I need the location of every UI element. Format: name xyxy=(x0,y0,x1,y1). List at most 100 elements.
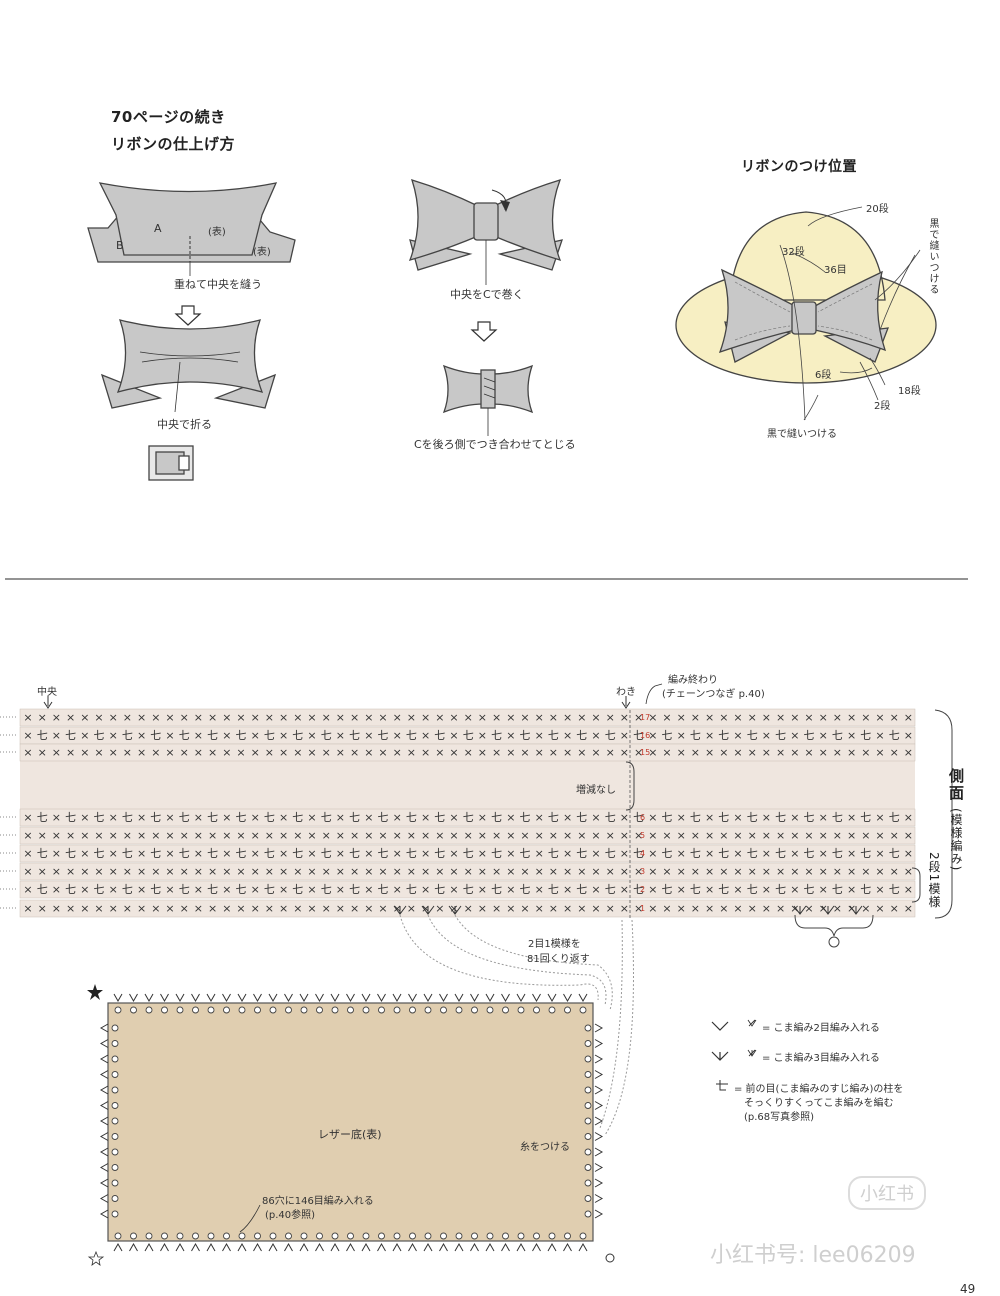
side-panel-sub: (模様編み) xyxy=(949,808,963,872)
stitch-mark: × xyxy=(279,883,288,896)
stitch-mark: × xyxy=(492,902,501,915)
stitch-mark: × xyxy=(151,746,160,759)
base-hole xyxy=(584,1117,592,1125)
stitch-mark: × xyxy=(123,829,132,842)
stitch-mark: × xyxy=(194,729,203,742)
stitch-mark: 七 xyxy=(65,729,76,742)
stitch-mark: × xyxy=(165,711,174,724)
stitch-mark: 七 xyxy=(150,729,161,742)
stitch-mark: × xyxy=(591,902,600,915)
base-hole xyxy=(238,1006,246,1014)
base-hole xyxy=(564,1006,571,1014)
stitch-mark: × xyxy=(648,729,657,742)
stitch-mark: × xyxy=(251,711,260,724)
stitch-mark: × xyxy=(733,746,742,759)
base-stitch-mark xyxy=(113,993,123,1003)
stitch-mark: × xyxy=(506,865,515,878)
stitch-mark: × xyxy=(364,746,373,759)
stitch-mark: × xyxy=(194,829,203,842)
stitch-mark: 七 xyxy=(576,811,587,824)
stitch-mark: × xyxy=(847,865,856,878)
base-hole xyxy=(584,1040,592,1047)
base-stitch-mark xyxy=(191,993,200,1003)
stitch-mark: 七 xyxy=(37,883,48,896)
base-hole xyxy=(584,1071,592,1078)
base-hole xyxy=(584,1148,592,1156)
stitch-mark: × xyxy=(677,865,686,878)
stitch-mark: × xyxy=(591,847,600,860)
stitch-mark: × xyxy=(563,883,572,896)
label-18-rows: 18段 xyxy=(898,386,921,397)
stitch-mark: × xyxy=(137,829,146,842)
stitch-mark: × xyxy=(563,811,572,824)
stitch-mark: 七 xyxy=(690,811,701,824)
stitch-mark: × xyxy=(606,746,615,759)
base-hole xyxy=(517,1232,525,1240)
stitch-mark: × xyxy=(705,729,714,742)
stitch-mark: 七 xyxy=(122,847,133,860)
stitch-mark: 七 xyxy=(576,883,587,896)
placement-title: リボンのつけ位置 xyxy=(741,159,857,175)
stitch-mark: × xyxy=(733,811,742,824)
base-hole xyxy=(378,1232,385,1240)
legend-item-1: = こま編み2目編み入れる xyxy=(762,1023,880,1034)
stitch-mark: 七 xyxy=(94,811,105,824)
stitch-mark: × xyxy=(762,811,771,824)
stitch-mark: × xyxy=(449,729,458,742)
stitch-mark: × xyxy=(322,865,331,878)
base-stitch-mark xyxy=(99,1039,109,1048)
stitch-mark: × xyxy=(322,902,331,915)
stitch-mark: × xyxy=(265,865,274,878)
label-omote-1: (表) xyxy=(208,227,226,238)
stitch-mark: × xyxy=(208,746,217,759)
stitch-mark: × xyxy=(705,811,714,824)
base-hole xyxy=(424,1006,432,1014)
base-stitch-mark xyxy=(563,993,572,1003)
stitch-mark: × xyxy=(165,902,174,915)
stitch-mark: × xyxy=(222,829,231,842)
stitch-mark: 七 xyxy=(321,847,332,860)
stitch-mark: 七 xyxy=(605,883,616,896)
stitch-mark: 七 xyxy=(491,847,502,860)
stitch-mark: 七 xyxy=(491,883,502,896)
stitch-mark: × xyxy=(563,711,572,724)
stitch-mark: × xyxy=(535,746,544,759)
stitch-mark: × xyxy=(549,746,558,759)
stitch-mark: 七 xyxy=(37,847,48,860)
stitch-mark: × xyxy=(393,883,402,896)
stitch-mark: × xyxy=(890,902,899,915)
stitch-mark: × xyxy=(109,902,118,915)
stitch-mark: × xyxy=(833,711,842,724)
base-stitch-mark xyxy=(501,1242,510,1252)
base-stitch-mark xyxy=(361,1242,371,1252)
legend-item-3-line1: = 前の目(こま編みのすじ編み)の柱を xyxy=(734,1084,904,1095)
stitch-mark: × xyxy=(535,883,544,896)
stitch-mark: × xyxy=(506,847,515,860)
stitch-mark: × xyxy=(393,729,402,742)
stitch-mark: 七 xyxy=(406,883,417,896)
base-hole xyxy=(347,1006,354,1014)
base-label: レザー底(表) xyxy=(318,1128,382,1141)
base-hole xyxy=(424,1232,432,1240)
stitch-mark: × xyxy=(393,902,402,915)
stitch-mark: 七 xyxy=(321,883,332,896)
base-hole xyxy=(176,1006,184,1014)
base-stitch-mark xyxy=(237,1242,247,1252)
base-stitch-mark xyxy=(547,993,557,1003)
base-hole xyxy=(111,1195,119,1202)
stitch-mark: × xyxy=(719,829,728,842)
stitch-mark: × xyxy=(222,811,231,824)
stitch-mark: × xyxy=(591,711,600,724)
base-hole xyxy=(114,1006,122,1014)
section-title: 70ページの続き xyxy=(111,108,226,126)
stitch-mark: × xyxy=(662,746,671,759)
stitch-mark: × xyxy=(137,746,146,759)
base-hole xyxy=(440,1232,447,1240)
stitch-mark: × xyxy=(194,811,203,824)
stitch-mark: × xyxy=(748,829,757,842)
base-stitch-mark xyxy=(99,1132,109,1141)
stitch-mark: × xyxy=(691,865,700,878)
base-stitch-mark xyxy=(284,993,293,1003)
label-20-rows: 20段 xyxy=(866,204,889,215)
base-stitch-mark xyxy=(408,1242,417,1252)
